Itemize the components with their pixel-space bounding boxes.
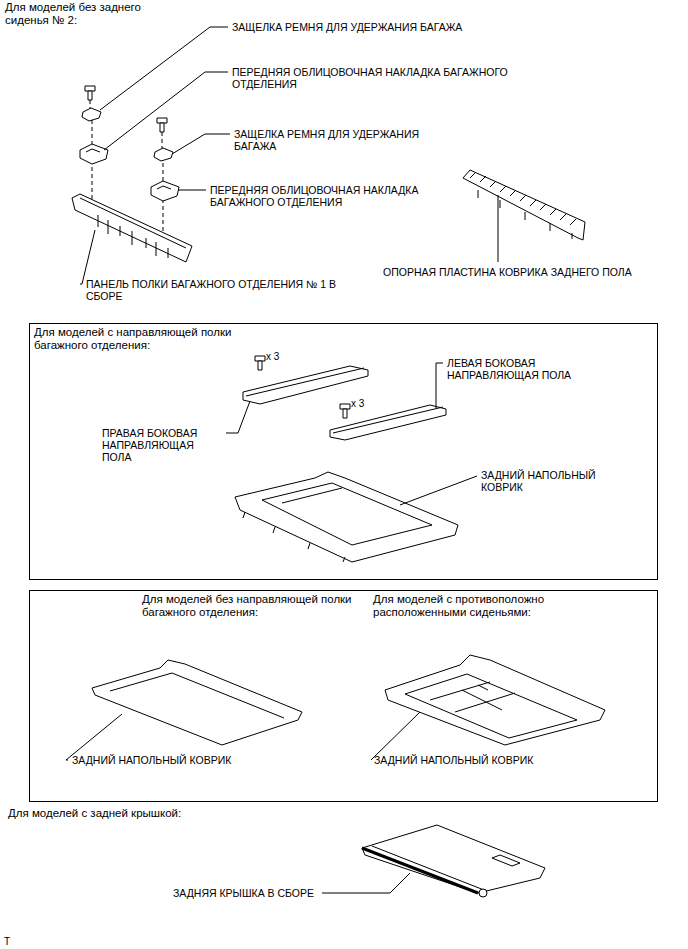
support-plate [470, 172, 576, 225]
assembly-line [90, 100, 91, 108]
floor-mat [282, 488, 342, 503]
side-guide [330, 405, 446, 440]
shelf-panel [80, 198, 186, 248]
rear-cover [372, 846, 520, 890]
part-name: ЗАДНИЙ НАПОЛЬНЫЙ КОВРИК [481, 469, 611, 493]
rear-cover [362, 825, 545, 897]
quantity-note: x 3 [266, 351, 306, 363]
part-name: ЗАДНИЙ НАПОЛЬНЫЙ КОВРИК [72, 754, 292, 766]
front-trim-cover [151, 181, 179, 201]
bolt-symbol [258, 361, 262, 370]
assembly-line [163, 199, 164, 236]
floor-mat [262, 483, 432, 545]
floor-mat [92, 660, 302, 745]
bolt-symbol [343, 409, 347, 418]
quantity-note: x 3 [351, 398, 391, 410]
side-guide [243, 366, 368, 404]
assembly-line [92, 120, 93, 144]
leader-line [178, 190, 206, 191]
part-name: ПЕРЕДНЯЯ ОБЛИЦОВОЧНАЯ НАКЛАДКА БАГАЖНОГО… [232, 66, 532, 90]
leader-line [80, 230, 95, 284]
part-name: ЗАЩЕЛКА РЕМНЯ ДЛЯ УДЕРЖАНИЯ БАГАЖА [234, 128, 449, 152]
bolt-symbol [255, 356, 265, 361]
part-name: ЗАДНЯЯ КРЫШКА В СБОРЕ [173, 887, 318, 899]
variant-heading: Для моделей с противоположно расположенн… [373, 593, 583, 619]
rear-cover [362, 825, 545, 893]
support-plate [463, 170, 585, 240]
leader-line [66, 714, 122, 760]
bolt-symbol [85, 86, 167, 132]
quantity-note: T [4, 936, 24, 948]
support-plate [463, 170, 585, 240]
floor-mat [110, 673, 284, 718]
side-guide [333, 407, 443, 433]
bolt-symbol [160, 123, 164, 132]
bolt-symbol [340, 404, 350, 409]
side-guide [243, 366, 446, 440]
part-name: ЗАЩЕЛКА РЕМНЯ ДЛЯ УДЕРЖАНИЯ БАГАЖА [232, 21, 532, 33]
front-trim-cover [80, 144, 179, 201]
part-name: ПРАВАЯ БОКОВАЯ НАПРАВЛЯЮЩАЯ ПОЛА [102, 427, 224, 463]
front-trim-cover [80, 144, 108, 164]
belt-clip [154, 148, 173, 161]
support-plate [478, 190, 572, 239]
floor-mat [235, 472, 458, 562]
leader-line [400, 476, 477, 505]
variant-heading: Для моделей с направляющей полки багажно… [34, 326, 234, 352]
floor-mat [235, 472, 458, 562]
leader-line [104, 72, 228, 150]
part-name: ЗАДНИЙ НАПОЛЬНЫЙ КОВРИК [374, 754, 594, 766]
part-name: ЛЕВАЯ БОКОВАЯ НАПРАВЛЯЮЩАЯ ПОЛА [447, 357, 575, 381]
assembly-line [92, 160, 93, 200]
section-note: Для моделей без заднего сиденья № 2: [5, 1, 155, 27]
section-note: Для моделей с задней крышкой: [8, 807, 308, 820]
rear-cover [362, 848, 478, 893]
bolt-symbol [157, 118, 167, 123]
variant-frame: Для моделей без направляющей полки багаж… [29, 590, 658, 802]
front-trim-cover [86, 149, 100, 152]
leader-line [436, 363, 443, 408]
floor-mat [385, 655, 605, 745]
variant-heading: Для моделей без направляющей полки багаж… [142, 593, 352, 619]
leader-line [371, 712, 420, 760]
leader-line [100, 27, 228, 110]
floor-mat [243, 512, 345, 562]
leader-line [172, 134, 230, 154]
leader-line [226, 401, 250, 433]
rear-cover [479, 889, 487, 897]
floor-mat [430, 682, 515, 712]
bolt-symbol [85, 86, 95, 91]
floor-mat [92, 655, 605, 745]
assembly-line [162, 132, 163, 150]
side-guide [246, 368, 364, 396]
leader-line [498, 195, 499, 262]
part-name: ОПОРНАЯ ПЛАСТИНА КОВРИКА ЗАДНЕГО ПОЛА [383, 266, 668, 278]
belt-clip [82, 108, 101, 121]
bolt-symbol [88, 91, 92, 100]
shelf-panel [98, 215, 168, 258]
front-trim-cover [157, 186, 171, 189]
part-name: ПЕРЕДНЯЯ ОБЛИЦОВОЧНАЯ НАКЛАДКА БАГАЖНОГО… [210, 184, 460, 208]
floor-mat [405, 674, 577, 738]
part-name: ПАНЕЛЬ ПОЛКИ БАГАЖНОГО ОТДЕЛЕНИЯ № 1 В С… [86, 278, 336, 302]
leader-line [322, 873, 410, 893]
